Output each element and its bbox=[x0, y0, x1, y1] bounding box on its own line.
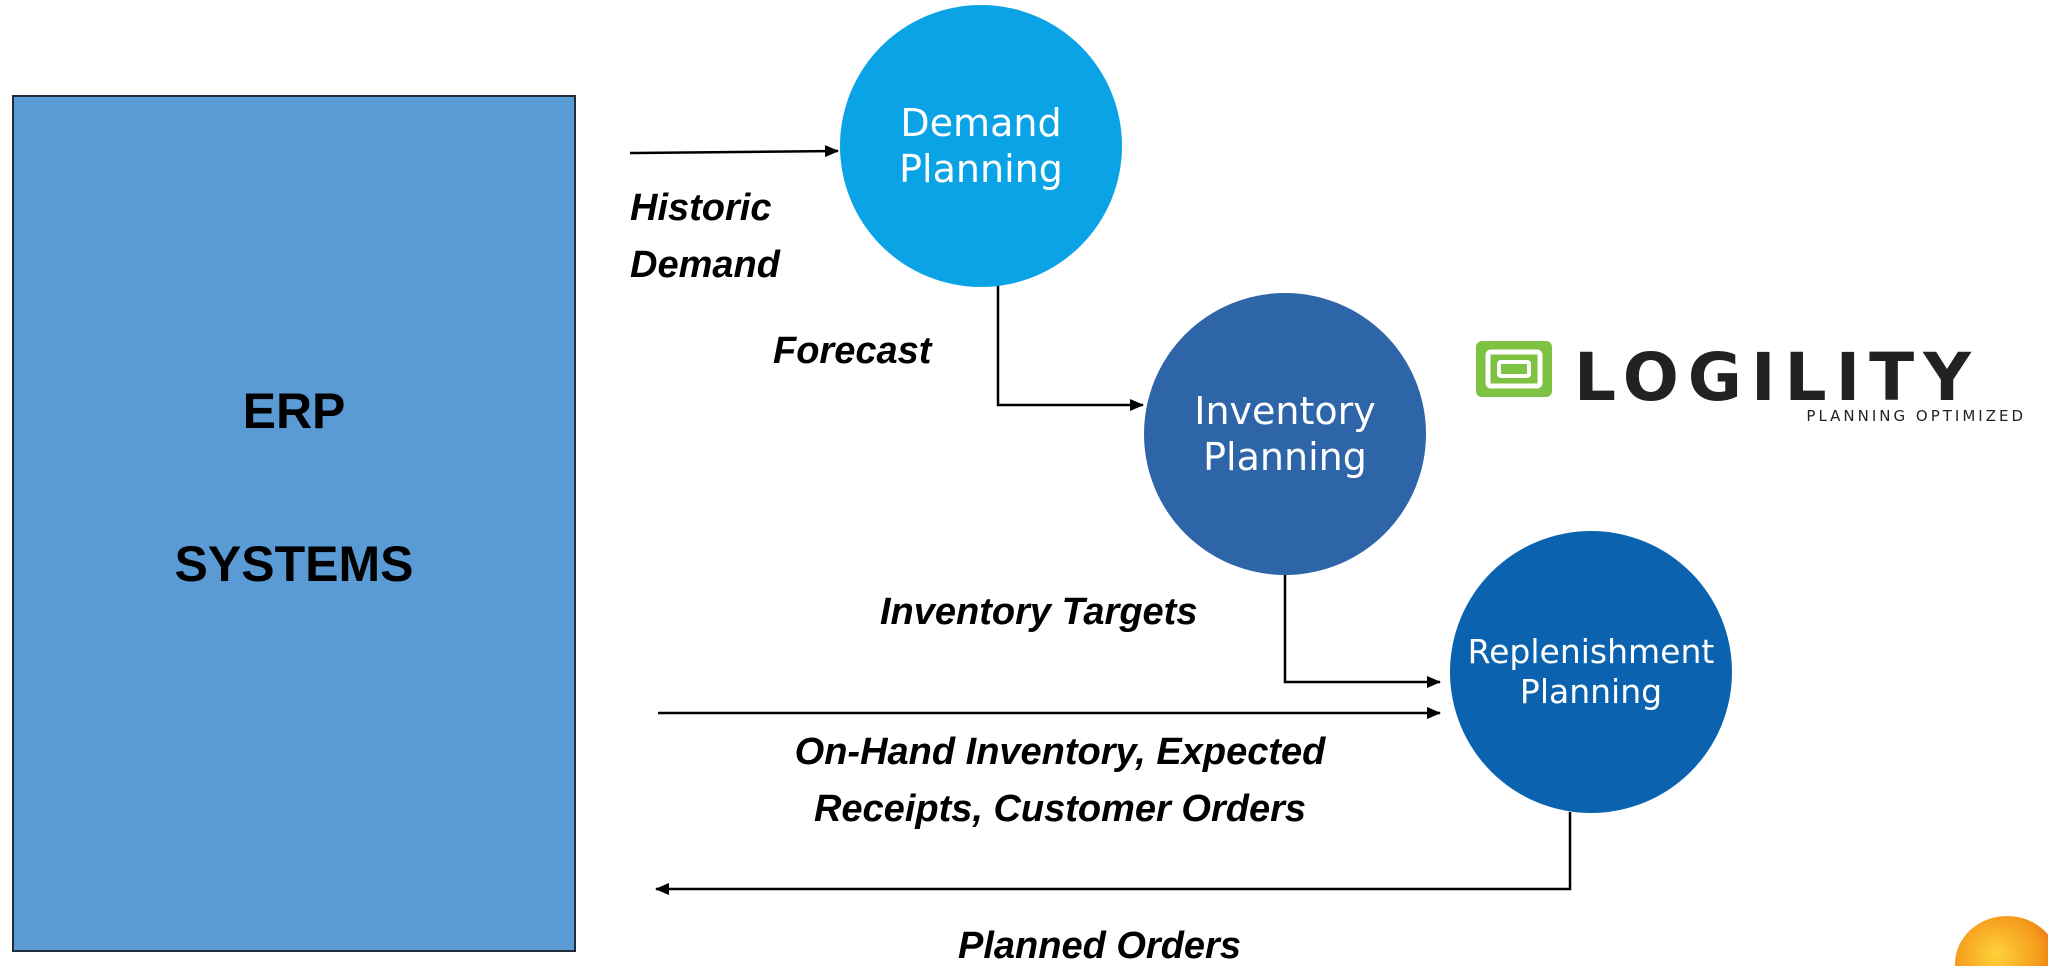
historic-demand-line1: Historic bbox=[630, 187, 772, 229]
systems-label: SYSTEMS bbox=[174, 536, 414, 592]
demand-planning-node: Demand Planning bbox=[840, 5, 1122, 287]
demand-planning-line1: Demand bbox=[900, 100, 1062, 145]
erp-label: ERP bbox=[242, 383, 346, 439]
logility-logo: LOGILITY PLANNING OPTIMIZED bbox=[1474, 335, 2034, 425]
historic-demand-arrow bbox=[629, 145, 839, 158]
inventory-planning-line1: Inventory bbox=[1194, 388, 1376, 433]
planned-orders-arrow bbox=[655, 812, 1572, 895]
orange-blob-decoration bbox=[1955, 916, 2048, 966]
onhand-label: On-Hand Inventory, Expected Receipts, Cu… bbox=[700, 724, 1420, 838]
inventory-targets-arrow bbox=[1283, 573, 1441, 688]
planned-orders-label: Planned Orders bbox=[958, 925, 1241, 967]
inventory-planning-line2: Planning bbox=[1203, 435, 1367, 479]
replenishment-planning-line2: Planning bbox=[1519, 672, 1663, 711]
logility-logo-icon bbox=[1476, 341, 1552, 397]
onhand-line2: Receipts, Customer Orders bbox=[813, 788, 1307, 830]
onhand-line1: On-Hand Inventory, Expected bbox=[794, 731, 1326, 773]
demand-planning-line2: Planning bbox=[899, 147, 1063, 191]
inventory-targets-label: Inventory Targets bbox=[880, 591, 1198, 633]
forecast-arrow bbox=[996, 285, 1144, 411]
inventory-planning-node: Inventory Planning bbox=[1144, 293, 1426, 575]
historic-demand-label: Historic Demand bbox=[630, 180, 780, 294]
replenishment-planning-node: Replenishment Planning bbox=[1450, 531, 1732, 813]
forecast-label: Forecast bbox=[773, 330, 932, 372]
logility-wordmark: LOGILITY bbox=[1574, 339, 1980, 416]
logility-tagline: PLANNING OPTIMIZED bbox=[1806, 407, 2026, 425]
erp-systems-box: ERP SYSTEMS bbox=[12, 95, 576, 952]
historic-demand-line2: Demand bbox=[630, 244, 780, 286]
replenishment-planning-line1: Replenishment bbox=[1467, 631, 1715, 671]
